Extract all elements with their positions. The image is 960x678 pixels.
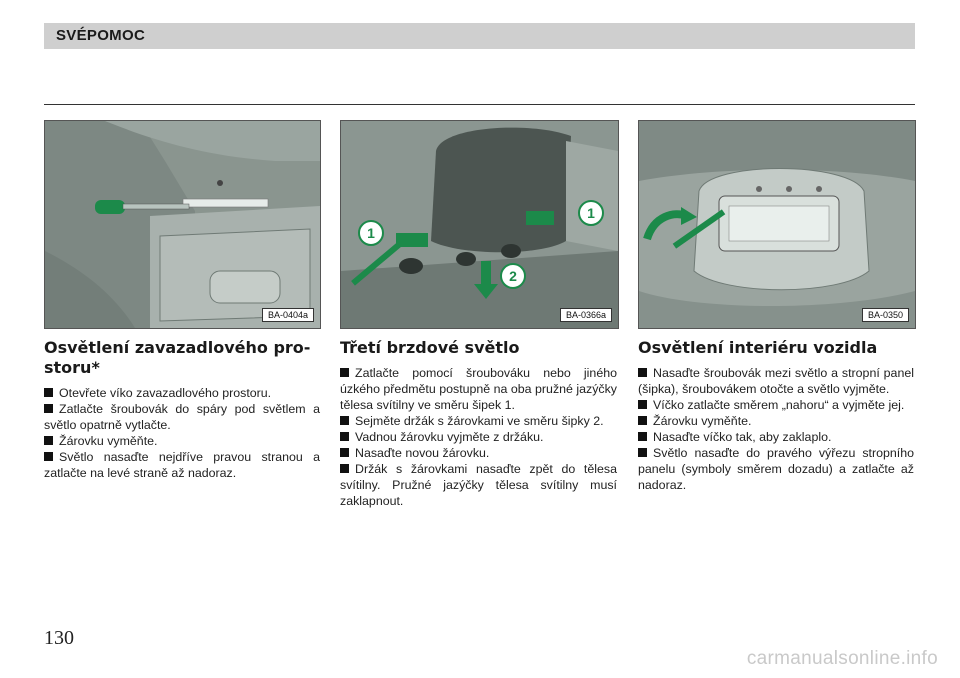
column-luggage-light: Osvětlení zavazadlového pro­storu* Otevř… xyxy=(44,338,320,481)
instruction-step: Otevřete víko zavazadlového prostoru. xyxy=(44,385,320,401)
bullet-square-icon xyxy=(638,368,647,377)
instruction-step: Žárovku vyměňte. xyxy=(638,413,914,429)
figure-code: BA-0366a xyxy=(559,308,612,322)
figure-interior-light: BA-0350 xyxy=(638,120,916,329)
figure-luggage-light: BA-0404a xyxy=(44,120,321,329)
section-title: SVÉPOMOC xyxy=(56,27,146,44)
page-number: 130 xyxy=(44,627,74,649)
heading-luggage-light: Osvětlení zavazadlového pro­storu* xyxy=(44,338,311,377)
instruction-step: Nasaďte šroubovák mezi světlo a stropní … xyxy=(638,366,914,396)
instruction-step: Světlo nasaďte do pravého výřezu strop­n… xyxy=(638,446,914,492)
bullet-square-icon xyxy=(638,448,647,457)
instruction-step: Nasaďte víčko tak, aby zaklaplo. xyxy=(638,429,914,445)
section-header-bar: SVÉPOMOC xyxy=(44,23,915,49)
bullet-square-icon xyxy=(44,436,53,445)
callout-1-right: 1 xyxy=(587,205,595,221)
bullet-square-icon xyxy=(44,388,53,397)
brake-light-illustration: 1 1 2 xyxy=(341,121,618,328)
instruction-step: Víčko zatlačte směrem „nahoru“ a vyjměte… xyxy=(638,397,914,413)
instruction-step: Světlo nasaďte nejdříve pravou stranou a… xyxy=(44,450,320,480)
instruction-step: Nasaďte novou žárovku. xyxy=(340,445,617,461)
bullet-square-icon xyxy=(44,404,53,413)
heading-brake-light: Třetí brzdové světlo xyxy=(340,338,520,357)
figure-brake-light: 1 1 2 BA-0366a xyxy=(340,120,619,329)
watermark[interactable]: carmanualsonline.info xyxy=(746,648,938,669)
bullet-square-icon xyxy=(340,448,349,457)
callout-2: 2 xyxy=(509,268,517,284)
bullet-square-icon xyxy=(340,464,349,473)
figure-code: BA-0404a xyxy=(261,308,314,322)
instruction-step: Zatlačte pomocí šroubováku nebo jiného ú… xyxy=(340,366,617,412)
bullet-square-icon xyxy=(340,368,349,377)
bullet-square-icon xyxy=(638,432,647,441)
callout-1-left: 1 xyxy=(367,225,375,241)
instruction-step: Držák s žárovkami nasaďte zpět do tělesa… xyxy=(340,462,617,508)
instruction-step: Sejměte držák s žárovkami ve směru šipky… xyxy=(340,413,617,429)
column-brake-light: Třetí brzdové světlo Zatlačte pomocí šro… xyxy=(340,338,617,509)
interior-light-illustration xyxy=(639,121,915,328)
instruction-step: Vadnou žárovku vyjměte z držáku. xyxy=(340,429,617,445)
bullet-square-icon xyxy=(638,416,647,425)
luggage-light-illustration xyxy=(45,121,320,328)
figure-code: BA-0350 xyxy=(861,308,909,322)
bullet-square-icon xyxy=(638,400,647,409)
divider-rule xyxy=(44,104,915,105)
bullet-square-icon xyxy=(340,432,349,441)
instruction-step: Žárovku vyměňte. xyxy=(44,433,320,449)
column-interior-light: Osvětlení interiéru vozidla Nasaďte šrou… xyxy=(638,338,914,493)
instruction-step: Zatlačte šroubovák do spáry pod světlem … xyxy=(44,402,320,432)
bullet-square-icon xyxy=(340,416,349,425)
bullet-square-icon xyxy=(44,452,53,461)
heading-interior-light: Osvětlení interiéru vozidla xyxy=(638,338,878,357)
